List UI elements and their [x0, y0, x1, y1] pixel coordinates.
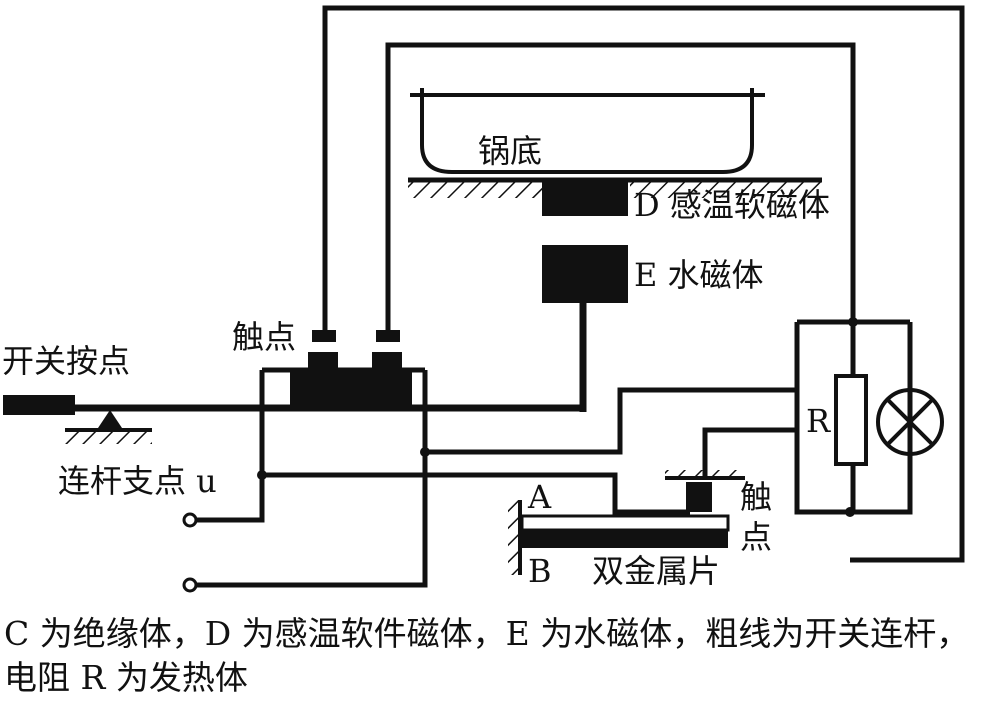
- temperature-soft-magnet-d: [542, 180, 628, 216]
- caption-line-2: 电阻 R 为发热体: [4, 658, 248, 697]
- pot: [410, 88, 765, 174]
- d-label: D 感温软磁体: [634, 186, 830, 224]
- contact-top-label: 触点: [232, 318, 296, 356]
- wires: [190, 5, 965, 588]
- pot-bottom-label: 锅底: [478, 132, 542, 170]
- contact-right-label-2: 点: [740, 518, 772, 556]
- terminal-top: [182, 512, 198, 528]
- caption: C 为绝缘体，D 为感温软件磁体，E 为水磁体，粗线为开关连杆， 电阻 R 为发…: [4, 612, 1000, 700]
- bimetal-strip: [508, 500, 730, 575]
- label-a: A: [527, 478, 552, 516]
- terminal-bottom: [182, 577, 198, 593]
- permanent-magnet-e: [542, 245, 628, 303]
- right-contact: [665, 470, 745, 512]
- junctions: [257, 317, 858, 517]
- pivot-label: 连杆支点 u: [58, 462, 217, 500]
- bimetal-label: 双金属片: [592, 552, 720, 590]
- pivot: [65, 410, 152, 444]
- pot-body: [420, 88, 754, 174]
- top-contacts: [290, 330, 412, 410]
- resistor-r: [834, 374, 868, 466]
- label-b: B: [528, 552, 552, 590]
- indicator-lamp-icon: [876, 388, 944, 456]
- caption-line-1: C 为绝缘体，D 为感温软件磁体，E 为水磁体，粗线为开关连杆，: [4, 614, 970, 653]
- contact-right-label-1: 触: [740, 478, 772, 516]
- resistor-label: R: [806, 402, 831, 440]
- switch-press-label: 开关按点: [2, 342, 130, 380]
- e-label: E 水磁体: [634, 256, 764, 294]
